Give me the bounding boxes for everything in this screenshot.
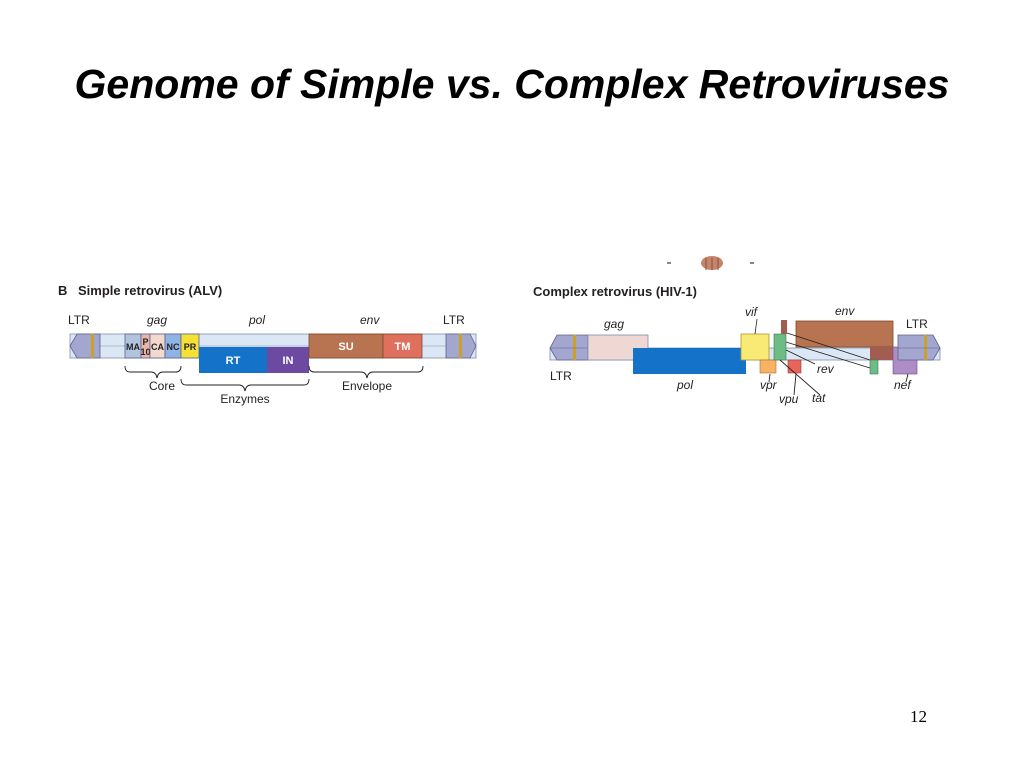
complex-retrovirus-panel: Complex retrovirus (HIV-1) gag vif env L… [533, 284, 941, 406]
env-rev-overlap [870, 347, 893, 360]
tat-exon-2 [869, 359, 879, 375]
hiv-pol-segment [633, 348, 746, 374]
vpr-segment [759, 359, 777, 374]
in-segment [267, 347, 309, 373]
cropped-fragment [667, 256, 754, 270]
hiv-env-segment [795, 320, 894, 348]
complex-heading: Complex retrovirus (HIV-1) [533, 284, 697, 299]
hiv-env-label: env [835, 304, 855, 318]
tm-segment [382, 333, 423, 359]
tat-label: tat [812, 391, 826, 405]
vpr-label: vpr [760, 378, 778, 392]
hiv-ltr-left-label: LTR [550, 369, 572, 383]
rt-segment [199, 347, 267, 373]
p10-label-bottom: 10 [140, 347, 150, 357]
tm-label: TM [395, 341, 411, 353]
rt-label: RT [226, 355, 241, 367]
vpu-label: vpu [779, 392, 799, 406]
envelope-label: Envelope [342, 379, 392, 393]
slide-title: Genome of Simple vs. Complex Retroviruse… [74, 61, 950, 107]
simple-retrovirus-panel: B Simple retrovirus (ALV) LTR gag pol en… [58, 283, 477, 406]
vif-segment [740, 333, 770, 361]
rev-exon-1 [781, 320, 787, 334]
p10-label-top: P [142, 337, 148, 347]
hiv-gag-label: gag [604, 317, 624, 331]
core-bracket [124, 365, 182, 379]
simple-gag-label: gag [147, 313, 167, 327]
su-label: SU [338, 341, 353, 353]
in-label: IN [283, 355, 294, 367]
tat-exon-1 [773, 333, 787, 361]
core-label: Core [149, 379, 175, 393]
panel-letter: B [58, 283, 67, 298]
pr-segment [180, 333, 200, 359]
enzymes-bracket [180, 378, 310, 392]
vif-label: vif [745, 305, 759, 319]
simple-ltr-left [69, 333, 101, 359]
simple-pol-label: pol [248, 313, 265, 327]
simple-ltr-right [445, 333, 477, 359]
ma-label: MA [126, 342, 140, 352]
hiv-pol-label: pol [676, 378, 693, 392]
simple-ltr-left-label: LTR [68, 313, 90, 327]
nc-label: NC [167, 342, 180, 352]
pr-label: PR [184, 342, 197, 352]
rev-label: rev [817, 362, 835, 376]
page-number: 12 [910, 707, 927, 726]
simple-env-label: env [360, 313, 380, 327]
simple-ltr-right-label: LTR [443, 313, 465, 327]
envelope-bracket [308, 365, 424, 379]
simple-heading: Simple retrovirus (ALV) [78, 283, 222, 298]
enzymes-label: Enzymes [220, 392, 269, 406]
hiv-ltr-right [897, 334, 941, 361]
hiv-ltr-left [549, 334, 589, 361]
nef-label: nef [894, 378, 912, 392]
hiv-ltr-right-label: LTR [906, 317, 928, 331]
splice-lines [768, 332, 909, 396]
ca-label: CA [151, 342, 164, 352]
vpu-segment [787, 359, 802, 374]
